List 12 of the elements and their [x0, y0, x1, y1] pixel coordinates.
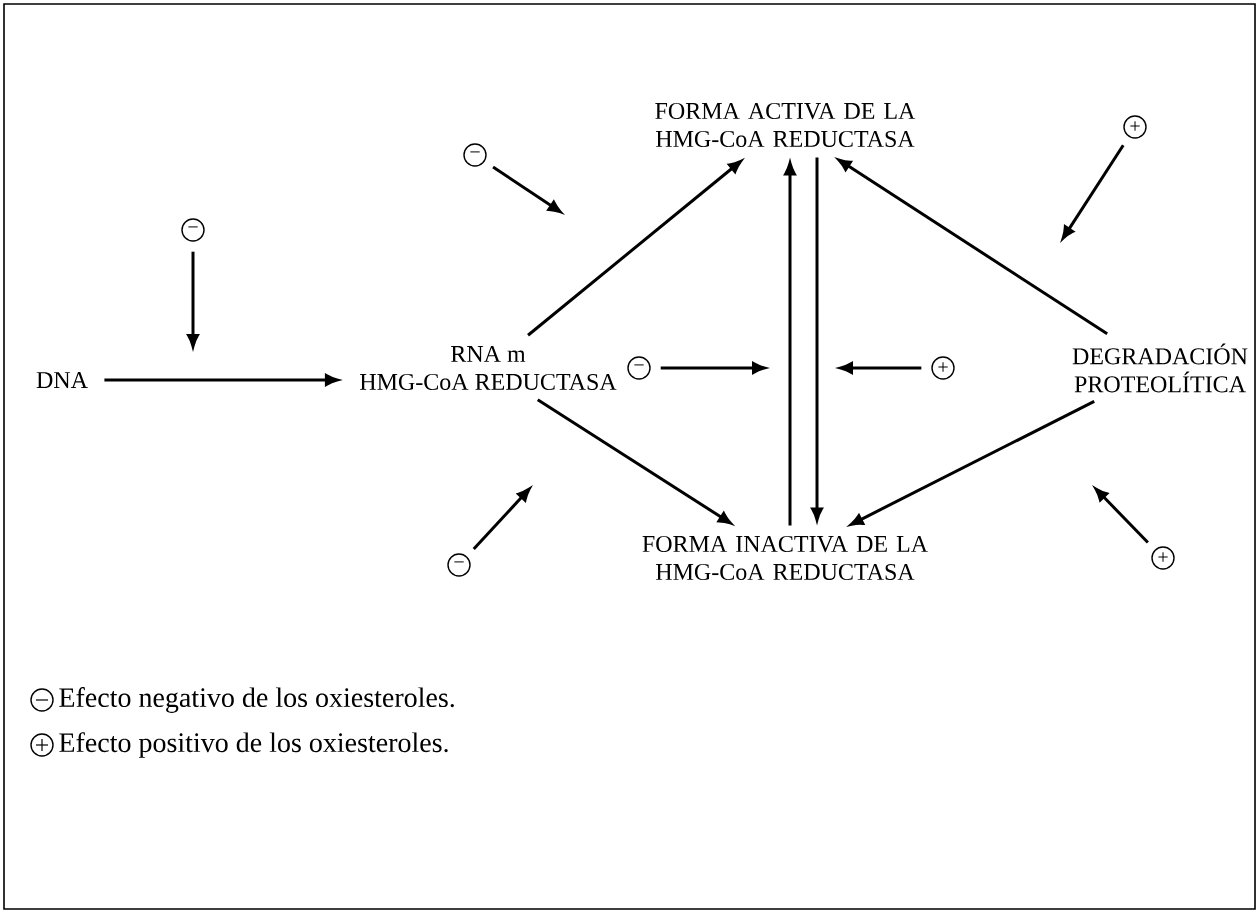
node-label: DEGRADACIÓN PROTEOLÍTICA [1072, 343, 1248, 393]
arrow [1094, 487, 1149, 544]
arrow [527, 160, 742, 337]
arrow [837, 158, 1108, 335]
node-label: RNA m HMG-CoA REDUCTASA [360, 345, 617, 390]
node-label: DNA [36, 372, 88, 388]
node-label: FORMA ACTIVA DE LA HMG-CoA REDUCTASA [655, 102, 916, 148]
arrow [849, 400, 1095, 526]
arrow [472, 487, 531, 551]
legend-text: Efecto positivo de los oxiesteroles. [59, 732, 448, 758]
legend-text: Efecto negativo de los oxiesteroles. [59, 687, 454, 713]
node-label: FORMA INACTIVA DE LA HMG-CoA REDUCTASA [642, 535, 928, 581]
